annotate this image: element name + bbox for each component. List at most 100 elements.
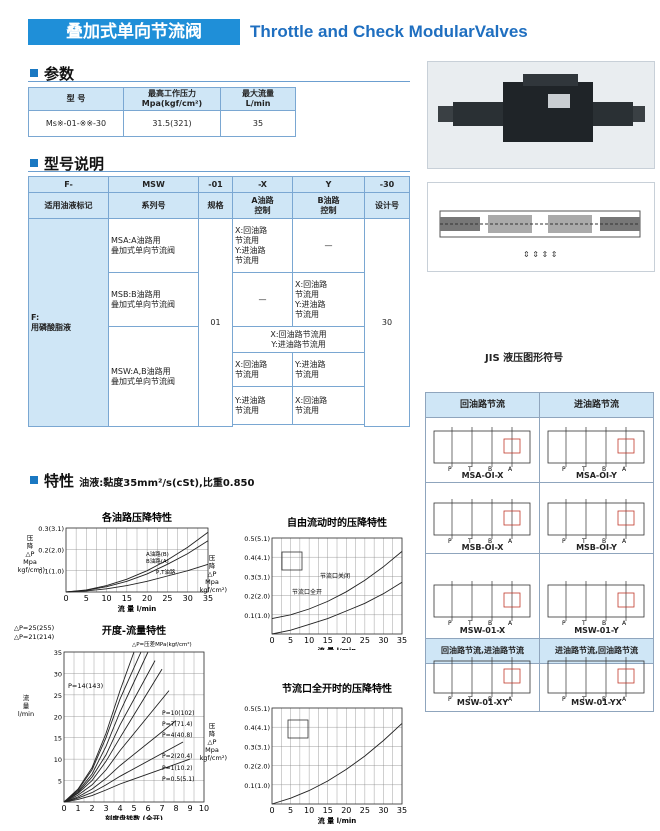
chart-title: 节流口全开时的压降特性 xyxy=(282,682,392,695)
y-axis-label: Mpa xyxy=(205,578,219,586)
series-line xyxy=(63,758,191,803)
series-line xyxy=(63,651,149,803)
y-axis-label: 降 xyxy=(209,729,216,738)
annotation: P=0.5(5.1) xyxy=(162,776,194,783)
model-heading: 型号说明 xyxy=(30,153,104,174)
chart-title: 各油路压降特性 xyxy=(101,511,172,524)
jis-row4-right: 进油路节流,回油路节流 xyxy=(540,638,653,664)
x-tick-label: 5 xyxy=(288,636,293,645)
y-axis-label: 流 xyxy=(23,693,30,702)
x-tick-label: 20 xyxy=(341,806,351,815)
port-label: T xyxy=(581,620,586,627)
series-line xyxy=(271,723,403,805)
port-label: A xyxy=(508,538,513,545)
x-tick-label: 2 xyxy=(89,804,94,813)
port-label: B xyxy=(602,620,606,627)
y-tick-label: 10 xyxy=(54,756,62,764)
square-bullet-icon xyxy=(30,476,38,484)
msw-b1-cell: Y:进油路 节流用 xyxy=(292,352,365,387)
x-tick-label: 3 xyxy=(103,804,108,813)
jis-label-1: MSA-OI-Y xyxy=(576,471,617,480)
msb-a-cell: — xyxy=(232,272,293,327)
y-axis-label: △P xyxy=(208,738,217,746)
label-b: B油路 控制 xyxy=(292,192,365,219)
y-tick-label: 0.1(1.0) xyxy=(38,568,64,576)
port-label: T xyxy=(581,696,586,703)
y-tick-label: 0.4(4.1) xyxy=(244,724,270,732)
msw-b2-cell: X:回油路 节流用 xyxy=(292,386,365,425)
msa-a-cell: X:回油路 节流用 Y:进油路 节流用 xyxy=(232,218,293,273)
series-line xyxy=(63,668,163,803)
throttle-valve-icon xyxy=(503,592,521,608)
jis-label-4: MSW-01-X xyxy=(459,626,506,635)
series-line xyxy=(63,651,142,803)
port-label: A xyxy=(508,620,513,627)
port-label: T xyxy=(467,696,472,703)
x-tick-label: 25 xyxy=(162,594,172,603)
port-label: P xyxy=(562,466,566,473)
series-line xyxy=(271,551,403,620)
port-label: B xyxy=(488,466,492,473)
port-label: P xyxy=(448,620,452,627)
y-tick-label: 20 xyxy=(54,713,62,721)
msa-b-cell: — xyxy=(292,218,365,273)
annotation: 节流口全开 xyxy=(292,588,322,596)
y-tick-label: 0.2(2.0) xyxy=(244,763,270,771)
y-tick-label: 0.3(3.1) xyxy=(244,743,270,751)
y-tick-label: 0.3(3.1) xyxy=(244,573,270,581)
plot-frame xyxy=(271,537,403,635)
params-cell-flow: 35 xyxy=(220,110,296,137)
x-tick-label: 20 xyxy=(142,594,152,603)
y-tick-label: 35 xyxy=(54,649,62,657)
throttle-valve-icon xyxy=(617,592,635,608)
y-tick-label: 0.5(5.1) xyxy=(244,705,270,713)
char-heading-text: 特性 xyxy=(44,472,75,490)
port-label: P xyxy=(562,538,566,545)
y-tick-label: 30 xyxy=(54,670,62,678)
label-design: 设计号 xyxy=(364,192,410,219)
size-cell: 01 xyxy=(198,218,233,427)
x-tick-label: 8 xyxy=(173,804,178,813)
annotation: P=1(10.2) xyxy=(162,765,193,772)
y-axis-label: 压 xyxy=(209,554,216,562)
throttle-valve-icon xyxy=(617,438,635,454)
plot-frame xyxy=(65,527,209,593)
throttle-valve-icon xyxy=(503,510,521,526)
series-line xyxy=(65,531,209,593)
y-axis-label: △P xyxy=(208,570,217,578)
port-label: A xyxy=(508,696,513,703)
x-tick-label: 35 xyxy=(397,636,407,645)
square-bullet-icon xyxy=(30,69,38,77)
jis-col-right: 进油路节流 xyxy=(540,393,653,418)
x-tick-label: 5 xyxy=(131,804,136,813)
plot-frame xyxy=(271,707,403,805)
x-tick-label: 35 xyxy=(203,594,213,603)
msb-cell: MSB:B油路用 叠加式单向节流阀 xyxy=(108,272,199,327)
x-tick-label: 1 xyxy=(75,804,80,813)
x-tick-label: 10 xyxy=(304,806,314,815)
label-fluid: 适用油液标记 xyxy=(28,192,109,219)
valve-symbol-icon xyxy=(287,719,309,739)
y-tick-label: 0.3(3.1) xyxy=(38,525,64,533)
title-en: Throttle and Check ModularValves xyxy=(250,22,528,41)
y-axis-label: 降 xyxy=(27,541,34,550)
y-axis-label: 压 xyxy=(27,534,34,542)
annotation: B油路(A) xyxy=(146,557,169,565)
params-col-2: 最大流量 L/min xyxy=(220,87,296,111)
x-tick-label: 0 xyxy=(269,806,274,815)
valve-symbol-icon xyxy=(281,551,303,571)
x-tick-label: 0 xyxy=(63,594,68,603)
x-tick-label: 30 xyxy=(378,806,388,815)
params-col-0: 型 号 xyxy=(28,87,124,111)
msa-cell: MSA:A油路用 叠加式单向节流阀 xyxy=(108,218,199,273)
series-line xyxy=(63,651,135,803)
annotation: P=4(40.8) xyxy=(162,732,193,739)
y-axis-label: 量 xyxy=(23,702,30,710)
port-label: P xyxy=(448,696,452,703)
x-axis-label: 流 量 l/min xyxy=(118,604,157,613)
params-heading-text: 参数 xyxy=(44,65,75,83)
chart-title: 自由流动时的压降特性 xyxy=(287,516,387,529)
annotation: △P=21(214) xyxy=(14,633,54,641)
port-label: B xyxy=(602,696,606,703)
